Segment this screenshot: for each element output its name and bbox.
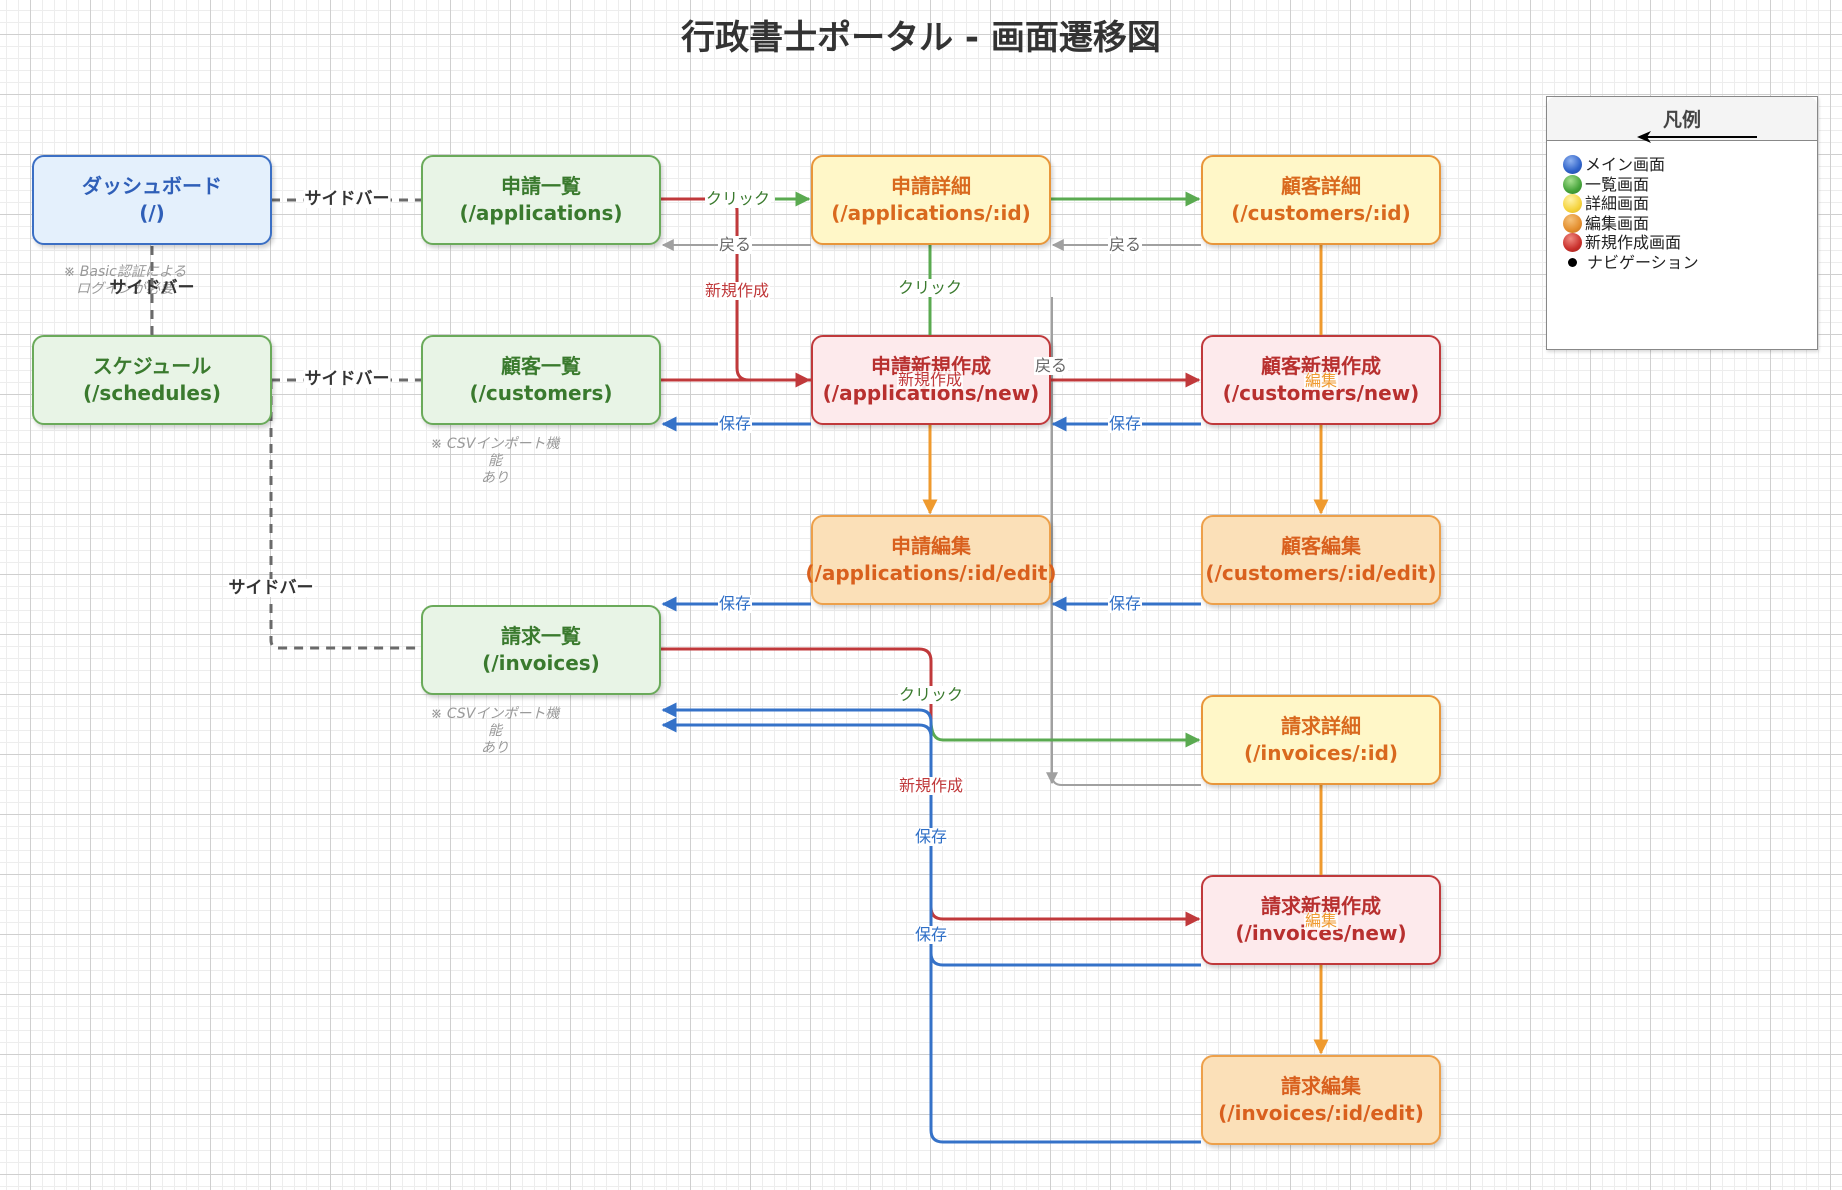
legend-item-label: 詳細画面 [1585,194,1650,213]
diagram-title: 行政書士ポータル - 画面遷移図 [681,18,1161,58]
node-invoice-edit[interactable]: 請求編集 (/invoices/:id/edit) [1201,1055,1441,1145]
label-new: 新規作成 [896,370,964,389]
legend-item-label: 編集画面 [1585,213,1650,233]
label-edit: 編集 [1303,371,1339,390]
legend-item-navigation: ナビゲーション [1563,253,1817,273]
label-save: 保存 [717,594,753,613]
node-invoice-edit-name: 請求編集 [1281,1074,1361,1098]
edge-invlist-click [929,719,1201,748]
node-application-detail-name: 申請詳細 [891,174,971,198]
label-save: 保存 [1107,594,1143,613]
red-circle-icon [1563,233,1582,253]
note-invoices-csv: ※ CSVインポート機 能 あり [420,706,570,757]
node-customer-detail-name: 顧客詳細 [1281,174,1361,198]
label-back: 戻る [717,235,753,254]
node-invoice-detail-path: (/invoices/:id) [1243,741,1399,765]
arrow-left-icon [1637,131,1757,143]
node-applications-list-path: (/applications) [459,201,623,225]
note-line: ※ CSVインポート機 [430,436,560,452]
label-click: クリック [896,278,964,297]
legend-item-create: 新規作成画面 [1563,233,1817,253]
label-click: クリック [897,685,965,704]
node-application-edit[interactable]: 申請編集 (/applications/:id/edit) [805,515,1057,605]
green-circle-icon [1563,174,1582,194]
note-line: ログインが必要 [76,281,174,297]
note-dashboard-auth: ※ Basic認証による ログインが必要 [50,264,200,298]
node-customers-list-name: 顧客一覧 [501,354,581,378]
node-invoices-list-path: (/invoices) [482,651,600,675]
label-save: 保存 [913,827,949,846]
label-new: 新規作成 [703,281,771,300]
label-back: 戻る [1033,356,1069,375]
label-save: 保存 [913,925,949,944]
node-customer-edit[interactable]: 顧客編集 (/customers/:id/edit) [1201,515,1441,605]
node-customer-detail-path: (/customers/:id) [1231,201,1411,225]
node-customer-edit-name: 顧客編集 [1281,534,1361,558]
legend-items: メイン画面 一覧画面 詳細画面 編集画面 新規作成画面 ナビゲーション [1547,141,1817,272]
note-line: 能 [488,453,502,469]
legend: 凡例 メイン画面 一覧画面 詳細画面 編集画面 新規作成画面 ナビゲーショ [1546,96,1818,350]
label-new: 新規作成 [897,776,965,795]
note-line: あり [481,470,509,486]
node-invoice-edit-path: (/invoices/:id/edit) [1218,1101,1424,1125]
yellow-circle-icon [1563,194,1582,214]
label-sidebar: サイドバー [109,278,195,298]
node-schedules[interactable]: スケジュール (/schedules) [32,335,272,425]
legend-item-label: 新規作成画面 [1585,233,1682,252]
note-line: 能 [488,723,502,739]
node-application-detail-path: (/applications/:id) [831,201,1031,225]
node-customers-list[interactable]: 顧客一覧 (/customers) [421,335,661,425]
node-dashboard-path: (/) [139,201,165,225]
label-click: クリック [704,189,772,208]
node-application-detail[interactable]: 申請詳細 (/applications/:id) [811,155,1051,245]
label-sidebar: サイドバー [303,369,391,389]
node-invoices-list-name: 請求一覧 [501,624,581,648]
node-dashboard[interactable]: ダッシュボード (/) [32,155,272,245]
edge-schedules-invoices [269,380,421,650]
node-applications-list-name: 申請一覧 [501,174,581,198]
black-dot-icon [1568,257,1577,267]
label-sidebar: サイドバー [303,189,391,209]
legend-item-label: ナビゲーション [1587,252,1699,272]
legend-item-main: メイン画面 [1563,155,1817,175]
label-edit: 編集 [1303,911,1339,930]
legend-item-detail: 詳細画面 [1563,194,1817,214]
note-line: ※ CSVインポート機 [430,706,560,722]
legend-item-edit: 編集画面 [1563,214,1817,234]
node-dashboard-name: ダッシュボード [82,174,222,198]
edge-invdetail-back [1051,297,1201,786]
node-customer-detail[interactable]: 顧客詳細 (/customers/:id) [1201,155,1441,245]
legend-header: 凡例 [1547,97,1817,143]
note-customers-csv: ※ CSVインポート機 能 あり [420,436,570,487]
legend-item-label: メイン画面 [1585,155,1666,174]
node-customer-new[interactable]: 顧客新規作成 (/customers/new) [1201,335,1441,425]
blue-circle-icon [1563,155,1582,175]
node-application-edit-name: 申請編集 [891,534,971,558]
node-invoices-list[interactable]: 請求一覧 (/invoices) [421,605,661,695]
note-line: あり [481,740,509,756]
node-applications-list[interactable]: 申請一覧 (/applications) [421,155,661,245]
node-customers-list-path: (/customers) [469,381,613,405]
node-invoice-detail[interactable]: 請求詳細 (/invoices/:id) [1201,695,1441,785]
label-sidebar: サイドバー [227,578,315,598]
orange-circle-icon [1563,213,1582,233]
node-customer-edit-path: (/customers/:id/edit) [1205,561,1437,585]
label-save: 保存 [717,414,753,433]
label-save: 保存 [1107,414,1143,433]
legend-title: 凡例 [1662,109,1701,131]
node-schedules-name: スケジュール [92,354,212,378]
node-application-edit-path: (/applications/:id/edit) [805,561,1057,585]
note-line: ※ Basic認証による [63,264,187,280]
legend-item-list: 一覧画面 [1563,175,1817,195]
label-back: 戻る [1107,235,1143,254]
legend-item-label: 一覧画面 [1585,174,1650,194]
node-invoice-detail-name: 請求詳細 [1281,714,1361,738]
node-schedules-path: (/schedules) [82,381,222,405]
